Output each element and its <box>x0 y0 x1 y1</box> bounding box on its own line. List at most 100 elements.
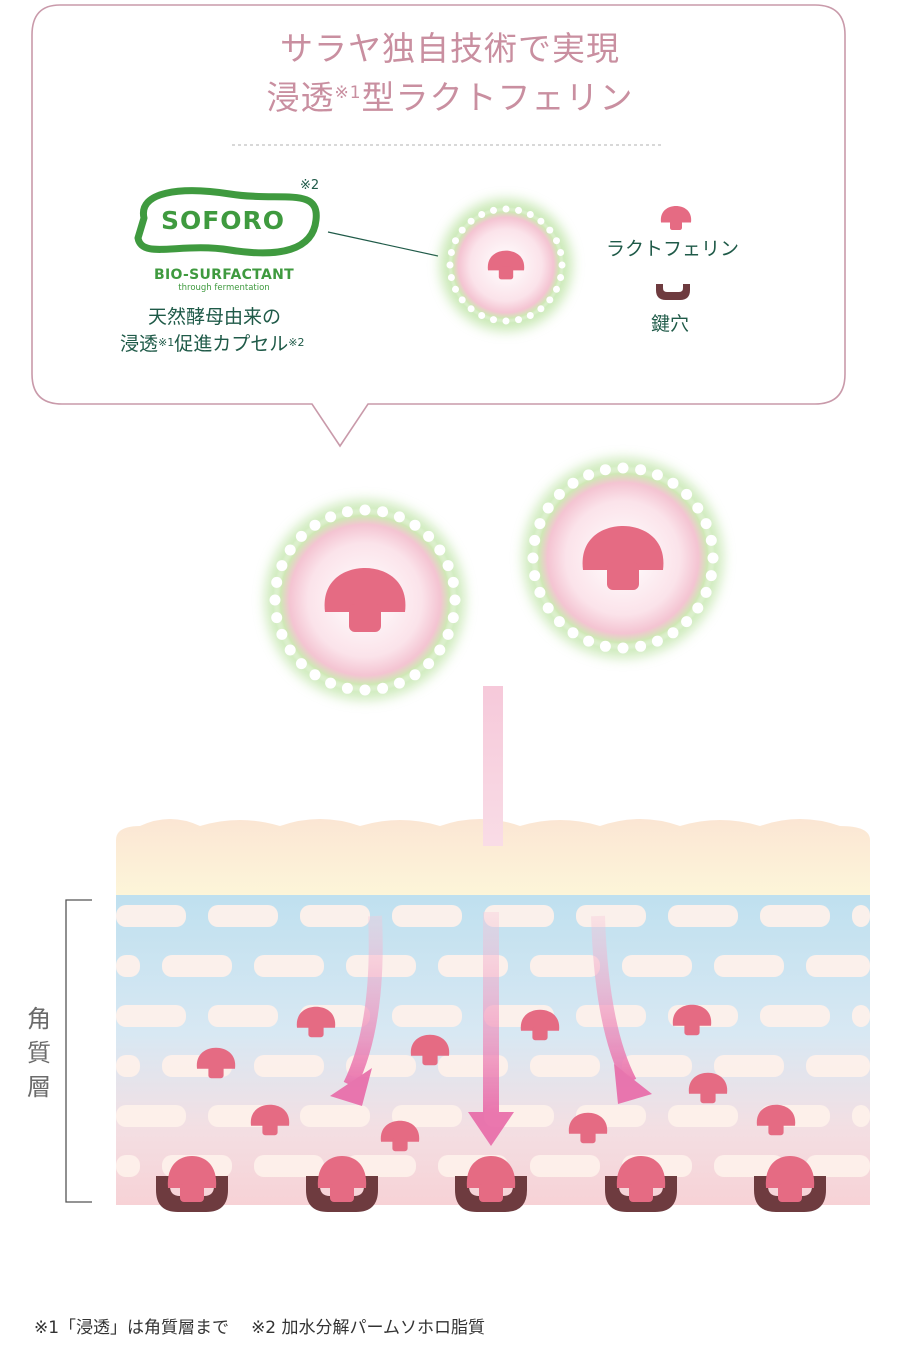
capsule-dot <box>546 226 554 234</box>
skin-cell <box>208 1005 278 1027</box>
arrow-right <box>591 915 652 1104</box>
capsule-dot <box>515 316 522 324</box>
capsule-dot <box>449 594 461 606</box>
capsule-dot <box>341 682 353 694</box>
title-line-2: 浸透※1型ラクトフェリン <box>266 78 634 117</box>
skin-cell <box>392 905 462 927</box>
skin-surface-layer <box>116 819 870 900</box>
skin-cell <box>162 955 232 977</box>
capsule-dot <box>705 570 717 582</box>
capsule-dot <box>527 552 539 564</box>
capsule-dot <box>271 612 283 624</box>
capsule-dot <box>341 506 353 518</box>
skin-cell <box>484 905 554 927</box>
skin-cell <box>852 1105 870 1127</box>
capsule-dot <box>447 576 459 588</box>
capsule-dot <box>692 602 704 614</box>
skin-cell <box>530 1055 600 1077</box>
capsule-dot <box>558 261 566 269</box>
skin-cell <box>116 1155 140 1177</box>
capsule-dot <box>692 502 704 514</box>
capsule-dot <box>651 469 663 481</box>
legend-lactoferrin-label: ラクトフェリン <box>606 238 740 260</box>
capsule-dot <box>478 312 486 319</box>
capsule-dot <box>490 206 497 214</box>
skin-cell <box>668 1105 738 1127</box>
skin-cell <box>116 1055 140 1077</box>
skin-cell <box>116 1105 186 1127</box>
capsule-caption-line-2: 浸透※1促進カプセル※2 <box>120 333 305 355</box>
footnote-1: ※1「浸透」は角質層まで <box>34 1318 230 1338</box>
capsule-dot <box>617 462 629 474</box>
logo-connector-line <box>327 231 439 257</box>
capsule-dot <box>276 628 288 640</box>
skin-cell <box>622 1055 692 1077</box>
legend-keyhole-icon <box>656 284 690 300</box>
capsule-dot <box>409 519 421 531</box>
capsule-large-right <box>523 458 723 658</box>
skin-cell <box>576 905 646 927</box>
capsule-dot <box>667 477 679 489</box>
skin-cell <box>806 955 870 977</box>
capsule-dot <box>546 296 554 304</box>
capsule-dot <box>458 226 466 234</box>
arrow-center <box>468 912 514 1146</box>
capsule-dot <box>553 488 565 500</box>
speech-bubble <box>31 4 846 448</box>
capsule-dot <box>446 261 454 269</box>
logo-note: ※2 <box>300 178 320 193</box>
skin-cell <box>714 1155 784 1177</box>
skin-cell <box>254 1155 324 1177</box>
capsule-dot <box>651 635 663 647</box>
capsule-dot <box>529 570 541 582</box>
skin-cell <box>208 905 278 927</box>
capsule-dot <box>309 669 321 681</box>
arrow-left <box>330 915 383 1106</box>
capsule-dot <box>458 296 466 304</box>
capsule-dot <box>705 534 717 546</box>
capsule-dot <box>567 477 579 489</box>
logo-brand: SOFORO <box>160 206 286 235</box>
capsule-dot <box>393 677 405 689</box>
capsule-dot <box>284 644 296 656</box>
skin-cell <box>116 955 140 977</box>
penetration-shaft <box>483 686 503 846</box>
capsule-dot <box>700 518 712 530</box>
stratum-corneum-label: 角質層 <box>27 1005 51 1101</box>
skin-cell <box>392 1005 462 1027</box>
capsule-dot <box>490 316 497 324</box>
skin-cell <box>300 1105 370 1127</box>
capsule-dot <box>359 504 371 516</box>
capsule-dot <box>667 627 679 639</box>
skin-cell <box>852 1005 870 1027</box>
capsule-dot <box>526 211 534 218</box>
capsule-dot <box>557 249 565 256</box>
capsule-dot <box>442 628 454 640</box>
capsule-dot <box>478 211 486 218</box>
skin-cell <box>392 1105 462 1127</box>
skin-cell <box>116 905 186 927</box>
skin-cell <box>760 1005 830 1027</box>
capsule-dot <box>553 237 560 245</box>
capsule-dot <box>269 594 281 606</box>
capsule-dot <box>526 312 534 319</box>
capsule-dot <box>309 519 321 531</box>
capsule-caption-line-1: 天然酵母由来の <box>148 306 282 328</box>
capsule-dot <box>325 677 337 689</box>
capsule-dot <box>534 586 546 598</box>
capsule-dot <box>617 642 629 654</box>
keyhole-receptors <box>156 1156 826 1212</box>
keyhole-with-lactoferrin <box>605 1156 677 1212</box>
capsule-dot <box>409 669 421 681</box>
capsule-dot <box>635 640 647 652</box>
capsule-dot <box>599 640 611 652</box>
capsule-dot <box>452 237 459 245</box>
capsule-dot <box>295 530 307 542</box>
capsule-dot <box>542 502 554 514</box>
capsule-dot <box>284 544 296 556</box>
legend-keyhole-label: 鍵穴 <box>651 313 690 335</box>
soforo-logo-icon <box>134 187 320 257</box>
capsule-dot <box>467 217 475 225</box>
layer-bracket <box>65 899 92 1203</box>
